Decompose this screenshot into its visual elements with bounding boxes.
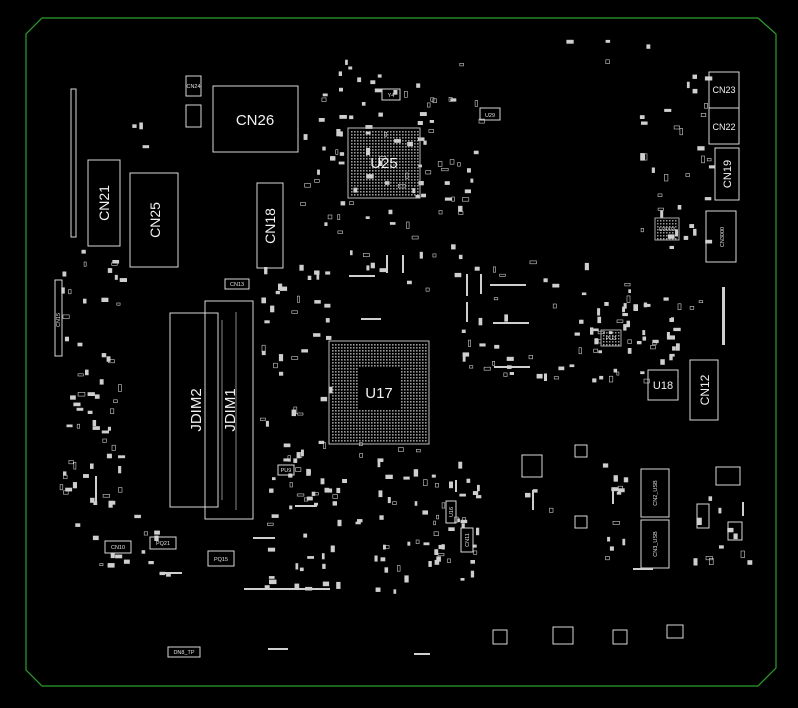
cn22-connector <box>708 107 740 145</box>
cn15-label: CN15 <box>56 313 62 327</box>
left-edge-connector <box>70 88 77 238</box>
jdim2-socket <box>169 312 219 508</box>
u17-bga-pattern <box>332 344 427 442</box>
u29-label: U29 <box>485 113 495 119</box>
u3003-label: U3003 <box>659 227 675 233</box>
long-pads <box>95 255 744 655</box>
cn25-connector <box>129 172 179 268</box>
u16-label: U16 <box>449 507 455 517</box>
pu3-label: PU3 <box>606 336 617 342</box>
cn26-label: CN26 <box>236 112 274 129</box>
cn3000-connector <box>705 210 737 263</box>
cn3000-label: CN3000 <box>720 227 726 247</box>
pq21-label: PQ21 <box>156 541 170 547</box>
u17-label: U17 <box>365 385 393 402</box>
cn19-connector <box>714 147 740 201</box>
pu9-label: PU9 <box>281 468 292 474</box>
u17-chip <box>328 340 430 445</box>
jdim2-label: JDIM2 <box>188 388 205 431</box>
cn23-label: CN23 <box>712 85 735 95</box>
cn15-connector <box>54 279 63 357</box>
cn19-label: CN19 <box>722 160 734 188</box>
cn18-connector <box>256 182 284 269</box>
cn18-label: CN18 <box>262 208 278 244</box>
u29-chip <box>479 107 501 121</box>
dn8-tp-pad <box>167 646 201 658</box>
y4-crystal <box>381 88 401 101</box>
cn26-connector <box>212 85 299 153</box>
cn3-usb-connector <box>640 519 670 569</box>
cn11-label: CN11 <box>465 533 471 547</box>
cn24-connector <box>185 75 202 97</box>
u25-label: U25 <box>370 155 398 172</box>
cn22-label: CN22 <box>712 122 735 132</box>
cn2-usb-connector <box>640 468 670 518</box>
cn24-label: CN24 <box>186 84 200 90</box>
u16-chip <box>445 500 457 524</box>
cn12-label: CN12 <box>698 374 712 405</box>
cn24-pad-a <box>185 104 202 128</box>
board-outline <box>25 17 777 687</box>
cn3-usb-label: CN3_USB <box>653 531 659 557</box>
jdim1-socket <box>204 300 254 520</box>
cn11-connector <box>460 527 474 553</box>
cn25-label: CN25 <box>147 202 163 238</box>
jdim1-label: JDIM1 <box>222 388 239 431</box>
u18-label: U18 <box>653 380 673 392</box>
cn13-label: CN13 <box>230 282 244 288</box>
cn2-usb-label: CN2_USB <box>653 480 659 506</box>
cn10-connector <box>104 540 132 554</box>
cn21-label: CN21 <box>96 185 112 221</box>
pq15-label: PQ15 <box>214 557 228 563</box>
pq15-chip <box>207 550 235 567</box>
cn21-connector <box>87 159 121 247</box>
dn8-tp-label: DN8_TP <box>173 650 194 656</box>
cn12-connector <box>689 359 719 421</box>
cn10-label: CN10 <box>111 545 125 551</box>
cn13-connector <box>224 278 250 290</box>
u3003-bga-pattern <box>657 220 677 240</box>
pu3-chip <box>600 329 622 347</box>
pu9-chip <box>277 464 295 476</box>
u25-chip <box>347 127 421 199</box>
u18-chip <box>647 369 679 401</box>
pq21-chip <box>149 536 177 550</box>
u3003-chip <box>654 217 680 241</box>
y4-label: Y4 <box>388 93 395 99</box>
